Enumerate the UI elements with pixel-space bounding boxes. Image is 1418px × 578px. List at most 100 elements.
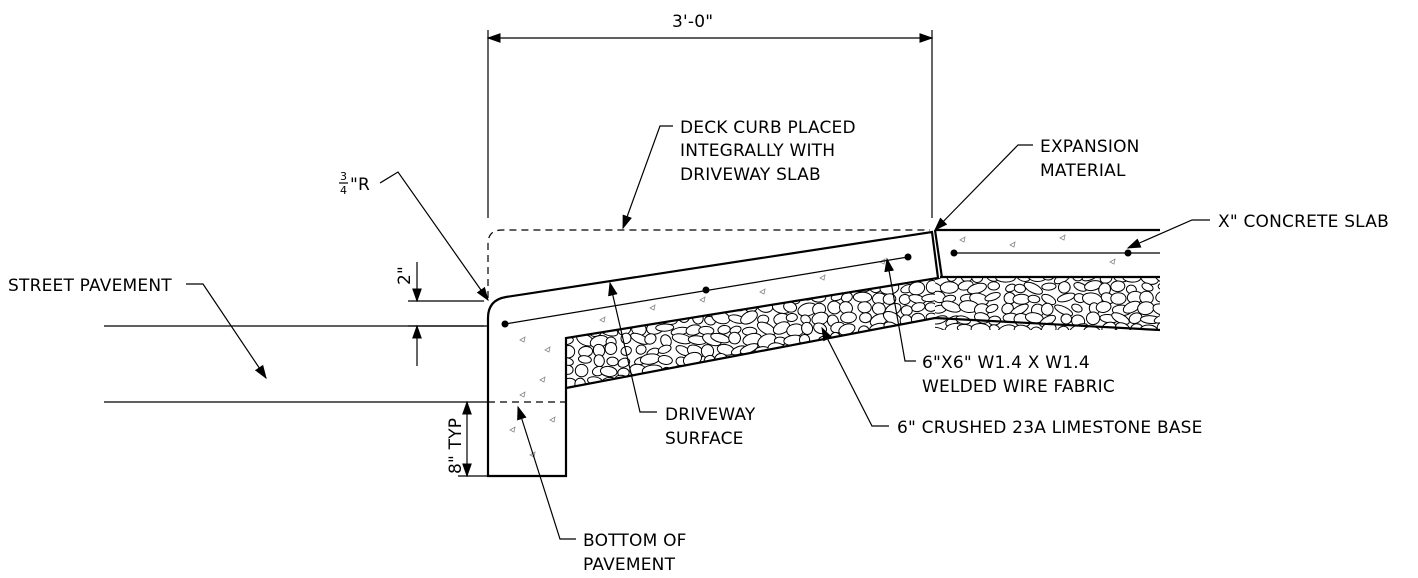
concrete-speck — [699, 296, 706, 303]
rock-texture — [730, 366, 744, 377]
rock-texture — [690, 278, 704, 283]
rock-texture — [971, 278, 984, 284]
rock-texture — [840, 311, 857, 324]
wire-fabric-line2: WELDED WIRE FABRIC — [922, 377, 1115, 397]
rock-texture — [704, 278, 717, 283]
rock-texture — [985, 303, 999, 314]
rock-texture — [812, 281, 827, 293]
radius-callout: 3 4 "R — [339, 170, 489, 302]
rock-texture — [1012, 293, 1031, 305]
rock-texture — [1122, 300, 1141, 314]
rock-texture — [1086, 311, 1101, 326]
rock-texture — [837, 278, 856, 285]
rock-texture — [900, 305, 913, 316]
rock-texture — [700, 300, 713, 314]
rock-texture — [760, 378, 774, 388]
rock-texture — [1040, 302, 1054, 316]
rock-texture — [1154, 278, 1160, 284]
rock-texture — [617, 357, 631, 368]
rock-texture — [1056, 292, 1076, 303]
rock-texture — [785, 366, 799, 378]
rock-texture — [586, 278, 605, 283]
rock-texture — [713, 375, 734, 388]
rock-texture — [700, 376, 716, 386]
rock-texture — [946, 278, 958, 282]
rock-texture — [989, 324, 1001, 330]
concrete-speck — [1109, 258, 1116, 265]
rock-texture — [572, 312, 590, 323]
rock-texture — [773, 366, 786, 377]
rock-texture — [614, 385, 630, 388]
driveway-surface-line1: DRIVEWAY — [665, 405, 756, 425]
rock-texture — [591, 388, 607, 397]
deck-curb-line3: DRIVEWAY SLAB — [680, 165, 821, 185]
rock-texture — [935, 326, 947, 330]
dimension-8in-label: 8" TYP — [446, 418, 466, 474]
rock-texture — [1095, 301, 1112, 313]
rock-texture — [1155, 290, 1160, 303]
concrete-speck — [519, 391, 526, 398]
rock-texture — [898, 385, 914, 388]
rock-texture — [768, 385, 787, 388]
rock-texture — [1156, 321, 1160, 330]
concrete-speck — [519, 336, 526, 343]
rock-texture — [758, 387, 777, 388]
rock-texture — [673, 386, 692, 388]
bottom-pavement-line1: BOTTOM OF — [583, 531, 687, 551]
rock-texture — [881, 331, 901, 346]
rock-texture — [1054, 304, 1074, 317]
radius-suffix: "R — [350, 175, 370, 195]
rock-texture — [970, 322, 991, 330]
concrete-speck — [544, 346, 551, 353]
rock-texture — [566, 364, 574, 375]
rock-texture — [786, 283, 799, 294]
concrete-slab-label: X" CONCRETE SLAB — [1218, 212, 1389, 232]
rock-texture — [1023, 281, 1043, 295]
rock-texture — [868, 356, 884, 368]
rock-texture — [887, 345, 899, 358]
rock-texture — [921, 293, 935, 303]
rock-texture — [925, 280, 935, 294]
rock-texture — [924, 302, 935, 312]
rock-texture — [633, 280, 646, 294]
rock-texture — [727, 290, 742, 304]
rock-texture — [1057, 281, 1071, 294]
limestone-label: 6" CRUSHED 23A LIMESTONE BASE — [897, 418, 1203, 438]
rock-texture — [1042, 278, 1055, 281]
rock-texture — [814, 346, 832, 359]
rock-texture — [810, 385, 830, 388]
rock-texture — [628, 386, 648, 388]
rock-texture — [644, 303, 663, 313]
dimension-2in-label: 2" — [395, 266, 415, 285]
rock-texture — [613, 278, 633, 283]
rock-texture — [842, 346, 856, 358]
rock-texture — [655, 323, 675, 332]
rock-texture — [566, 278, 575, 282]
rock-texture — [813, 355, 832, 366]
rock-texture — [574, 363, 589, 378]
concrete-speck — [1059, 234, 1066, 241]
rock-texture — [740, 310, 758, 325]
rock-texture — [852, 278, 870, 285]
rock-texture — [677, 303, 691, 315]
dimension-top: 3'-0" — [486, 12, 934, 218]
rock-texture — [732, 278, 748, 282]
rock-texture — [885, 387, 900, 388]
deck-curb-outline — [487, 229, 930, 298]
rock-texture — [1013, 283, 1026, 294]
rock-texture — [814, 367, 827, 380]
rock-texture — [675, 375, 691, 388]
rock-texture — [824, 374, 843, 387]
rock-texture — [658, 301, 674, 313]
rock-texture — [575, 281, 590, 296]
rock-texture — [648, 292, 662, 303]
rock-texture — [774, 353, 788, 367]
rock-texture — [744, 387, 761, 388]
rock-texture — [803, 283, 816, 293]
rock-texture — [995, 278, 1016, 283]
rock-texture — [1041, 282, 1057, 291]
concrete-speck — [599, 316, 606, 323]
rock-texture — [741, 376, 761, 388]
rock-texture — [855, 355, 873, 368]
